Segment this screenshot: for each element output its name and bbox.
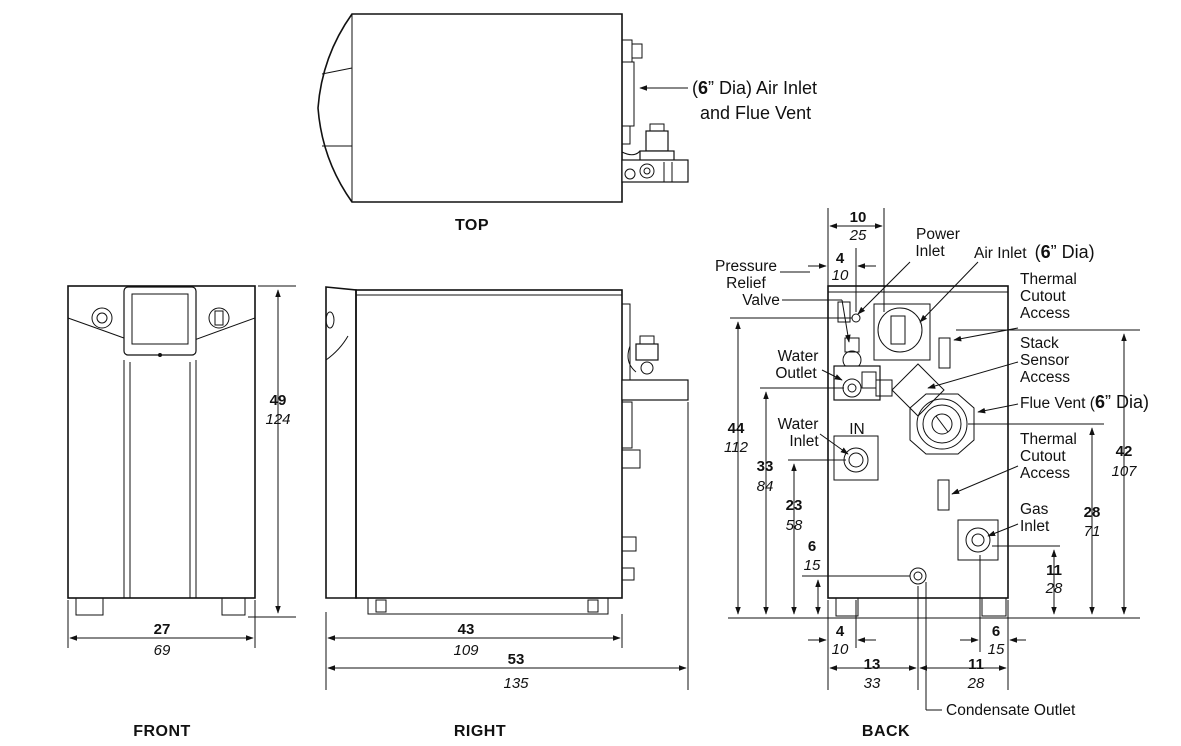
svg-text:42: 42 [1116, 443, 1133, 460]
svg-text:Flue Vent (6” Dia): Flue Vent (6” Dia) [1020, 392, 1149, 412]
svg-text:109: 109 [453, 642, 479, 659]
svg-text:Condensate Outlet: Condensate Outlet [946, 702, 1076, 719]
view-title-right: RIGHT [454, 723, 506, 740]
svg-text:107: 107 [1111, 463, 1137, 480]
svg-text:33: 33 [757, 458, 774, 475]
svg-text:27: 27 [154, 621, 171, 638]
svg-text:124: 124 [265, 411, 290, 428]
svg-text:15: 15 [804, 557, 821, 574]
svg-text:135: 135 [503, 675, 529, 692]
svg-text:112: 112 [724, 439, 749, 456]
svg-text:28: 28 [1045, 580, 1063, 597]
svg-text:10: 10 [850, 209, 867, 226]
svg-text:33: 33 [864, 675, 881, 692]
svg-text:10: 10 [832, 267, 849, 284]
view-title-top: TOP [455, 217, 489, 234]
svg-text:71: 71 [1084, 523, 1101, 540]
right-view: 43 109 53 135 RIGHT [325, 286, 689, 740]
svg-text:4: 4 [836, 623, 845, 640]
svg-text:IN: IN [849, 421, 865, 438]
svg-text:28: 28 [1084, 504, 1101, 521]
svg-text:28: 28 [967, 675, 985, 692]
view-title-back: BACK [862, 723, 910, 740]
svg-text:Air Inlet(6” Dia): Air Inlet(6” Dia) [974, 242, 1095, 262]
svg-text:69: 69 [154, 642, 171, 659]
view-title-front: FRONT [133, 723, 191, 740]
svg-text:13: 13 [864, 656, 881, 673]
svg-text:49: 49 [270, 392, 287, 409]
svg-text:23: 23 [786, 497, 803, 514]
svg-text:6: 6 [808, 538, 816, 555]
svg-text:58: 58 [786, 517, 803, 534]
svg-text:and Flue Vent: and Flue Vent [700, 103, 811, 123]
svg-text:44: 44 [728, 420, 745, 437]
svg-text:11: 11 [968, 656, 984, 673]
svg-text:10: 10 [832, 641, 849, 658]
svg-text:6: 6 [992, 623, 1000, 640]
top-view: (6” Dia) Air Inlet and Flue Vent TOP [317, 13, 817, 234]
svg-text:4: 4 [836, 250, 845, 267]
svg-text:11: 11 [1046, 562, 1062, 579]
svg-text:53: 53 [508, 651, 525, 668]
front-view: 49 124 27 69 FRONT [67, 285, 296, 740]
svg-text:25: 25 [849, 227, 867, 244]
svg-text:(6” Dia) Air Inlet: (6” Dia) Air Inlet [692, 78, 817, 98]
svg-text:43: 43 [458, 621, 475, 638]
svg-text:15: 15 [988, 641, 1005, 658]
svg-text:84: 84 [757, 478, 774, 495]
